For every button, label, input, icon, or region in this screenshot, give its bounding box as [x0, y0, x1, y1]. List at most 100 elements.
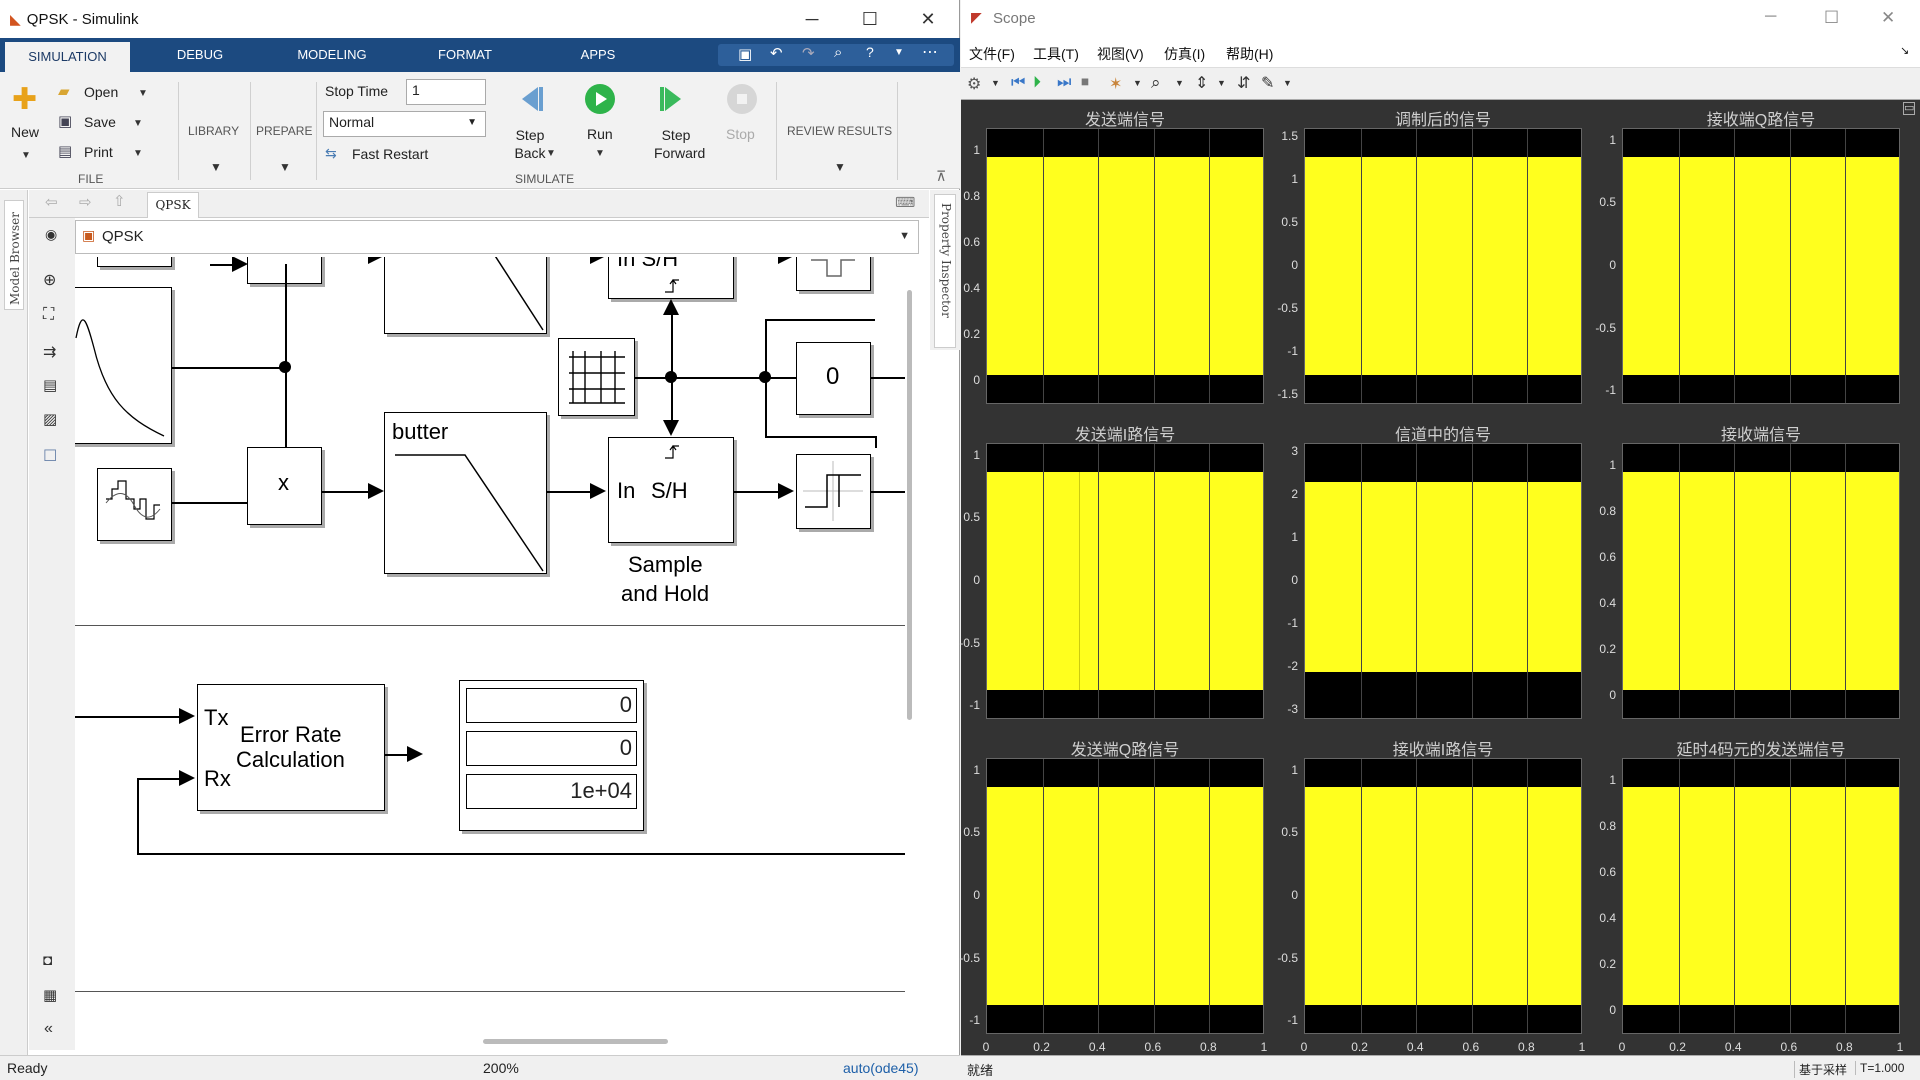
maximize-button[interactable]: ☐	[861, 8, 879, 29]
fit-to-view-icon[interactable]: ⛶	[43, 306, 55, 323]
top-partial-block[interactable]	[247, 257, 322, 284]
undock-icon[interactable]: ↘	[1900, 45, 1910, 57]
arrow-icon[interactable]: ⇉	[43, 344, 57, 361]
solver-link[interactable]: auto(ode45)	[843, 1060, 919, 1076]
tab-qpsk[interactable]: QPSK	[147, 192, 199, 218]
top-sample-hold-block[interactable]: In S/H	[608, 257, 734, 299]
settings-gear-icon[interactable]: ⚙	[967, 76, 982, 93]
library-button[interactable]: LIBRARY	[188, 124, 240, 138]
chevron-down-icon[interactable]: ▼	[1217, 78, 1226, 88]
step-forward-icon[interactable]: ⏭	[1057, 74, 1072, 91]
chevron-down-icon[interactable]: ▼	[1175, 78, 1184, 88]
pulse-response-block[interactable]	[75, 287, 172, 444]
redo-icon[interactable]: ↷	[802, 45, 815, 62]
tab-modeling[interactable]: MODELING	[297, 47, 367, 62]
tab-format[interactable]: FORMAT	[438, 47, 492, 62]
new-icon[interactable]: ✚	[12, 83, 38, 116]
stop-icon[interactable]: ⏹	[1081, 74, 1090, 91]
sample-hold-block[interactable]: In S/H	[608, 437, 734, 543]
help-icon[interactable]: ?	[866, 44, 874, 60]
step-back-icon[interactable]	[516, 84, 543, 111]
constant-block[interactable]: 0	[796, 342, 871, 415]
chevron-down-icon[interactable]: ▼	[991, 78, 1000, 88]
scope-plot[interactable]	[986, 128, 1264, 404]
triggers-icon[interactable]: ⇵	[1237, 75, 1251, 92]
scope-plot[interactable]	[1304, 128, 1582, 404]
scope-plot[interactable]	[986, 758, 1264, 1034]
vertical-scrollbar[interactable]	[907, 290, 912, 720]
menu-tools[interactable]: 工具(T)	[1033, 46, 1079, 62]
chevron-down-icon[interactable]: ▼	[899, 230, 910, 242]
tab-debug[interactable]: DEBUG	[176, 47, 224, 62]
forward-icon[interactable]: ⇨	[79, 194, 92, 211]
stop-button[interactable]: Stop	[726, 126, 755, 142]
zoom-in-icon[interactable]: ⊕	[43, 272, 57, 289]
save-button[interactable]: Save	[84, 114, 116, 130]
print-dropdown-icon[interactable]: ▼	[133, 148, 143, 159]
print-button[interactable]: Print	[84, 144, 113, 160]
edit-style-icon[interactable]: ✎	[1261, 75, 1275, 92]
save-dropdown-icon[interactable]: ▼	[133, 118, 143, 129]
menu-view[interactable]: 视图(V)	[1097, 46, 1144, 62]
step-back-icon[interactable]: ⏮	[1011, 74, 1026, 91]
scope-plot[interactable]	[1304, 443, 1582, 719]
signal-source-block[interactable]	[97, 468, 172, 541]
model-canvas[interactable]: In S/H x	[75, 257, 905, 1032]
annotation-icon[interactable]: ▤	[43, 377, 58, 394]
chevron-down-icon[interactable]: ▼	[894, 47, 904, 58]
scale-axes-icon[interactable]: ⇕	[1195, 75, 1209, 92]
up-icon[interactable]: ⇧	[113, 193, 126, 210]
error-rate-block[interactable]: Tx Rx Error Rate Calculation	[197, 684, 385, 811]
stop-time-input[interactable]: 1	[406, 79, 486, 105]
scope-plot[interactable]	[1622, 443, 1900, 719]
simulation-mode-select[interactable]: Normal ▼	[323, 111, 486, 137]
display-block[interactable]: 0 0 1e+04	[459, 680, 644, 831]
stop-icon[interactable]	[727, 84, 757, 114]
minimize-button[interactable]: ─	[805, 8, 819, 29]
horizontal-scrollbar[interactable]	[483, 1039, 668, 1044]
collapse-left-icon[interactable]: «	[44, 1020, 53, 1037]
menu-simulation[interactable]: 仿真(I)	[1164, 46, 1206, 62]
close-button[interactable]: ✕	[920, 8, 936, 29]
chevron-down-icon[interactable]: ▼	[1283, 78, 1292, 88]
run-icon[interactable]: ⏵	[1033, 74, 1042, 91]
step-forward-icon[interactable]	[657, 84, 687, 114]
undo-icon[interactable]: ↶	[770, 45, 783, 62]
open-button[interactable]: Open	[84, 84, 119, 100]
property-inspector-tab[interactable]: Property Inspector	[934, 194, 956, 348]
restore-layout-icon[interactable]: ▭	[1903, 102, 1916, 115]
butter-filter-block[interactable]: butter	[384, 412, 547, 574]
fast-restart-button[interactable]: Fast Restart	[352, 146, 429, 162]
run-icon[interactable]	[585, 84, 615, 114]
back-icon[interactable]: ⇦	[45, 194, 58, 211]
pulse-generator-block[interactable]	[558, 338, 635, 416]
run-button[interactable]: Run	[587, 126, 613, 142]
camera-icon[interactable]: ◘	[43, 952, 53, 969]
prepare-button[interactable]: PREPARE	[256, 124, 313, 138]
save-icon[interactable]: ▣	[738, 46, 753, 63]
new-dropdown-icon[interactable]: ▼	[21, 150, 31, 161]
more-icon[interactable]: ⋯	[922, 44, 938, 61]
model-path-bar[interactable]: ▣ QPSK ▼	[75, 220, 919, 254]
scope-plot[interactable]	[1622, 128, 1900, 404]
menu-file[interactable]: 文件(F)	[969, 46, 1015, 62]
area-icon[interactable]: ☐	[43, 448, 58, 465]
keyboard-icon[interactable]: ⌨	[895, 194, 916, 210]
step-forward-button[interactable]: Step Forward	[654, 127, 706, 161]
scope-minimize-button[interactable]: ─	[1765, 8, 1777, 25]
chevron-down-icon[interactable]: ▼	[1133, 78, 1142, 88]
zoom-icon[interactable]: ⌕	[1151, 73, 1161, 92]
prepare-dropdown-icon[interactable]: ▼	[279, 160, 291, 174]
search-icon[interactable]: ⌕	[834, 44, 843, 61]
scope-plot[interactable]	[986, 443, 1264, 719]
open-dropdown-icon[interactable]: ▼	[138, 88, 148, 99]
review-dropdown-icon[interactable]: ▼	[834, 160, 846, 174]
table-icon[interactable]: ▦	[43, 987, 58, 1004]
product-block[interactable]: x	[247, 447, 322, 525]
step-back-button[interactable]: Step Back	[514, 127, 546, 161]
relay-block[interactable]	[796, 454, 871, 529]
step-back-dropdown-icon[interactable]: ▼	[546, 148, 556, 159]
menu-help[interactable]: 帮助(H)	[1226, 46, 1274, 62]
top-filter-block[interactable]	[384, 257, 547, 334]
new-button[interactable]: New	[11, 124, 40, 140]
